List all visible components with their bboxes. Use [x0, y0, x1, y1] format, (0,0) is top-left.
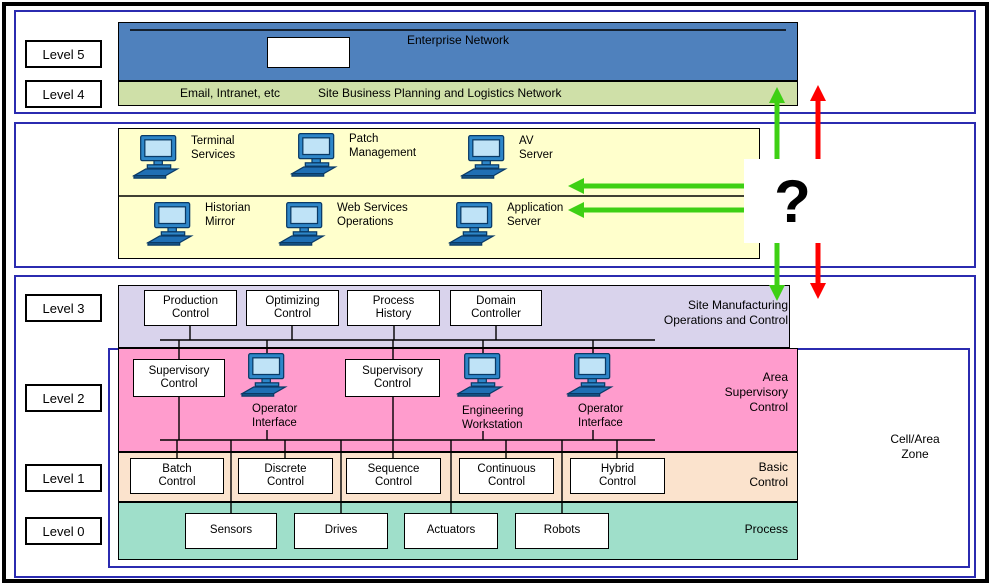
server-label: AV Server: [519, 135, 553, 161]
computer-icon: [278, 202, 326, 246]
sequence-control-box: Sequence Control: [346, 458, 441, 494]
level-0-label: Level 0: [25, 517, 102, 545]
computer-icon: [290, 133, 338, 177]
operator-interface-label-2: Operator Interface: [578, 403, 624, 429]
dmz-historian-mirror: Historian Mirror: [146, 201, 250, 246]
computer-icon: [146, 202, 194, 246]
site-manufacturing-zone-label: Site Manufacturing Operations and Contro…: [663, 298, 788, 327]
level-5-label: Level 5: [25, 40, 102, 68]
level2-band: [118, 348, 798, 452]
enterprise-zone-section: [14, 10, 976, 114]
sensors-box: Sensors: [185, 513, 277, 549]
area-supervisory-zone-label: Area Supervisory Control: [724, 370, 788, 414]
operator-interface-label-1: Operator Interface: [252, 403, 298, 429]
computer-icon: [132, 135, 180, 179]
server-label: Historian Mirror: [205, 202, 251, 228]
level-3-label: Level 3: [25, 294, 102, 322]
dmz-band: [118, 128, 760, 259]
logistics-network-label: Site Business Planning and Logistics Net…: [318, 86, 562, 100]
drives-box: Drives: [294, 513, 388, 549]
dmz-patch-management: Patch Management: [290, 132, 416, 177]
computer-icon: [566, 353, 614, 397]
dmz-terminal-services: Terminal Services: [132, 134, 235, 179]
actuators-box: Actuators: [404, 513, 498, 549]
hybrid-control-box: Hybrid Control: [570, 458, 665, 494]
enterprise-network-band: [118, 22, 798, 81]
enterprise-server-box: [267, 37, 350, 68]
continuous-control-box: Continuous Control: [459, 458, 554, 494]
dmz-application-server: Application Server: [448, 201, 563, 246]
dmz-web-services: Web Services Operations: [278, 201, 408, 246]
computer-icon: [456, 353, 504, 397]
production-control-box: Production Control: [144, 290, 237, 326]
level-1-label: Level 1: [25, 464, 102, 492]
computer-icon: [460, 135, 508, 179]
email-intranet-label: Email, Intranet, etc: [180, 86, 281, 100]
enterprise-network-title: Enterprise Network: [406, 33, 510, 47]
supervisory-control-box-1: Supervisory Control: [133, 359, 225, 397]
computer-icon: [448, 202, 496, 246]
level-4-label: Level 4: [25, 80, 102, 108]
supervisory-control-box-2: Supervisory Control: [345, 359, 440, 397]
computer-icon: [240, 353, 288, 397]
optimizing-control-box: Optimizing Control: [246, 290, 339, 326]
cell-area-zone-label: Cell/Area Zone: [890, 432, 940, 461]
basic-control-zone-label: Basic Control: [749, 460, 788, 489]
domain-controller-box: Domain Controller: [450, 290, 542, 326]
logistics-network-band: [118, 81, 798, 106]
engineering-workstation-label: Engineering Workstation: [462, 405, 524, 431]
dmz-section: [14, 122, 976, 268]
server-label: Patch Management: [349, 133, 417, 159]
dmz-av-server: AV Server: [460, 134, 553, 179]
question-mark-box: ?: [744, 159, 841, 243]
server-label: Terminal Services: [191, 135, 236, 161]
level-2-label: Level 2: [25, 384, 102, 412]
batch-control-box: Batch Control: [130, 458, 224, 494]
manufacturing-zone-section: [14, 275, 976, 578]
process-zone-label: Process: [744, 522, 788, 536]
robots-box: Robots: [515, 513, 609, 549]
server-label: Web Services Operations: [337, 202, 408, 228]
server-label: Application Server: [507, 202, 564, 228]
discrete-control-box: Discrete Control: [238, 458, 333, 494]
process-history-box: Process History: [347, 290, 440, 326]
